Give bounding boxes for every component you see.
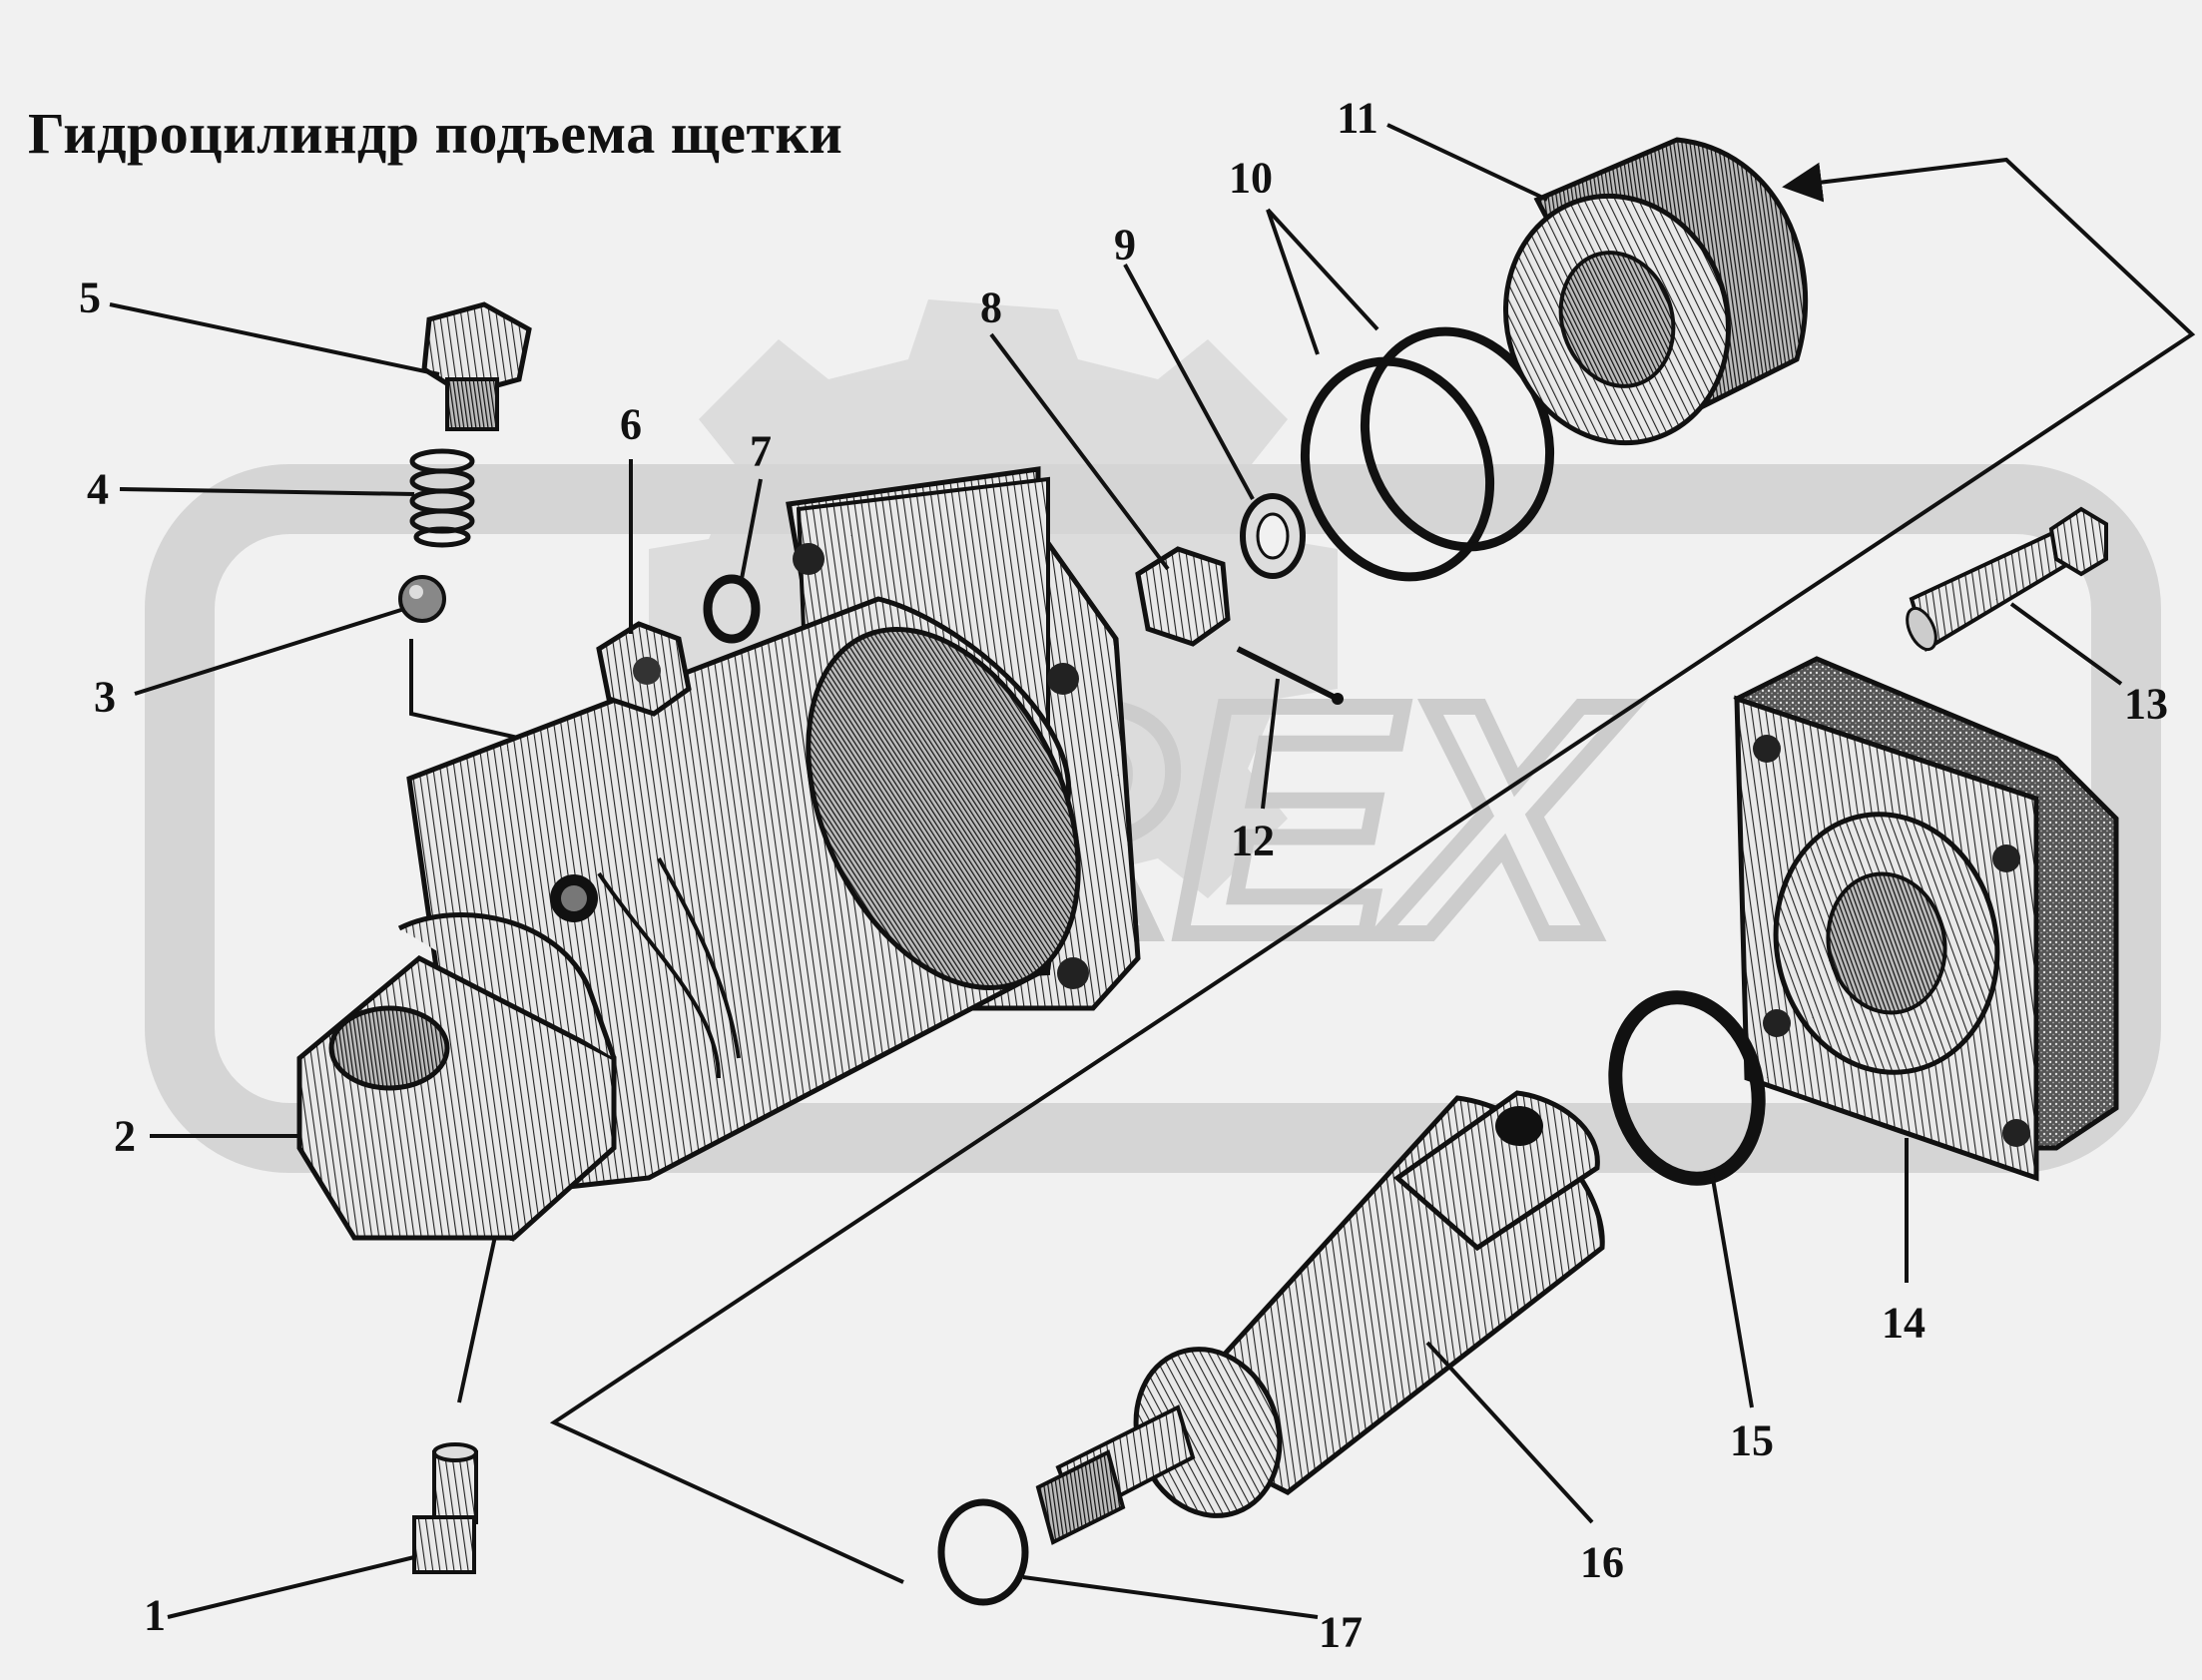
part-2-cylinder-body [296, 466, 1141, 1241]
callout-16: 16 [1580, 1537, 1624, 1587]
part-11-piston [1502, 137, 1809, 446]
callout-11: 11 [1337, 93, 1378, 143]
part-1-fitting [412, 1442, 478, 1574]
part-12-cotter-pin [1236, 646, 1344, 705]
part-4-spring [409, 448, 475, 548]
part-5-plug-bolt [421, 301, 532, 431]
callout-6: 6 [620, 399, 642, 449]
callout-15: 15 [1730, 1415, 1774, 1465]
callout-5: 5 [79, 273, 101, 322]
callout-7: 7 [750, 426, 772, 476]
callout-3: 3 [94, 672, 116, 722]
callout-8: 8 [980, 282, 1002, 332]
part-14-end-cover [1733, 656, 2119, 1182]
part-13-bolt [1906, 506, 2108, 653]
part-16-rod [1035, 1090, 1605, 1545]
callout-14: 14 [1882, 1298, 1926, 1348]
part-9-washer [1240, 493, 1306, 579]
callout-13: 13 [2124, 679, 2168, 729]
callout-17: 17 [1319, 1607, 1363, 1657]
callout-12: 12 [1231, 816, 1275, 865]
callout-2: 2 [114, 1111, 136, 1161]
callout-1: 1 [144, 1590, 166, 1640]
part-17-o-ring [937, 1498, 1029, 1606]
diagram-title: Гидроцилиндр подъема щетки [28, 101, 843, 166]
leader-lines [109, 123, 2123, 1619]
part-6-nut [596, 621, 692, 717]
callout-4: 4 [87, 464, 109, 514]
part-3-ball [398, 575, 446, 623]
callout-9: 9 [1114, 220, 1136, 270]
part-8-castle-nut [1135, 546, 1231, 647]
callout-10: 10 [1229, 153, 1273, 203]
part-10-piston-rings [1300, 326, 1555, 582]
part-7-retaining-ring [703, 574, 761, 644]
